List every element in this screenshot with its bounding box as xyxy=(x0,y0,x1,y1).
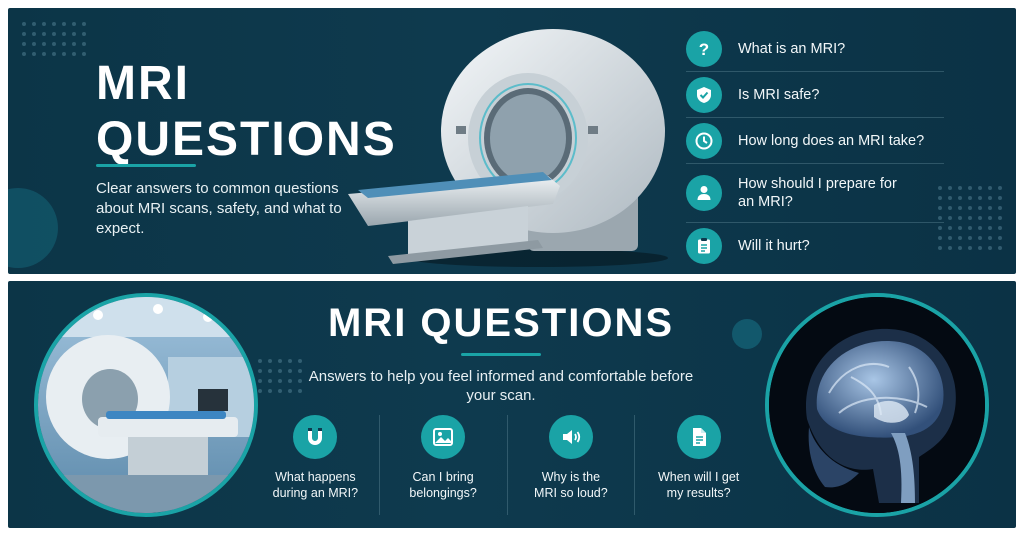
image-icon xyxy=(421,415,466,459)
top-banner: MRI QUESTIONS Clear answers to common qu… xyxy=(8,8,1016,274)
top-title: MRI QUESTIONS xyxy=(96,56,397,168)
feature-row: What happens during an MRI? Can I bring … xyxy=(252,415,762,515)
decorative-circle xyxy=(732,319,762,349)
feature-label: When will I get my results? xyxy=(657,470,740,500)
brain-mri-scan-image xyxy=(765,293,989,517)
clock-icon xyxy=(686,122,722,159)
person-icon xyxy=(686,175,722,211)
question-text: Is MRI safe? xyxy=(738,86,820,103)
question-item[interactable]: Is MRI safe? xyxy=(686,72,944,118)
magnet-icon xyxy=(293,415,338,459)
question-mark-icon: ? xyxy=(686,30,722,67)
question-text: How long does an MRI take? xyxy=(738,132,925,149)
question-item[interactable]: How long does an MRI take? xyxy=(686,118,944,164)
question-text: How should I prepare for an MRI? xyxy=(738,176,897,210)
title-line-1: MRI xyxy=(96,57,190,110)
title-underline xyxy=(461,353,541,356)
clipboard-icon xyxy=(686,227,722,264)
bottom-banner: MRI QUESTIONS Answers to help you feel i… xyxy=(8,281,1016,528)
title-line-2: QUESTIONS xyxy=(96,113,397,166)
feature-item[interactable]: Can I bring belongings? xyxy=(380,415,508,515)
question-list: ? What is an MRI? Is MRI safe? How long … xyxy=(686,26,944,268)
mri-machine-illustration xyxy=(348,29,668,267)
shield-check-icon xyxy=(686,76,722,113)
decorative-dots xyxy=(938,186,1002,250)
decorative-dots xyxy=(22,22,86,56)
feature-label: What happens during an MRI? xyxy=(272,470,359,500)
bottom-title: MRI QUESTIONS xyxy=(327,301,675,345)
decorative-circle xyxy=(8,188,58,268)
decorative-dots xyxy=(258,359,302,393)
svg-text:?: ? xyxy=(699,40,709,59)
feature-item[interactable]: What happens during an MRI? xyxy=(252,415,380,515)
mri-room-photo xyxy=(34,293,258,517)
title-underline xyxy=(96,164,196,167)
bottom-subtitle: Answers to help you feel informed and co… xyxy=(308,368,694,404)
top-subtitle: Clear answers to common questions about … xyxy=(96,180,342,237)
feature-label: Why is the MRI so loud? xyxy=(534,470,608,500)
question-item[interactable]: Will it hurt? xyxy=(686,223,944,268)
question-text: Will it hurt? xyxy=(738,237,810,254)
question-item[interactable]: How should I prepare for an MRI? xyxy=(686,164,944,223)
question-text: What is an MRI? xyxy=(738,40,846,57)
feature-item[interactable]: Why is the MRI so loud? xyxy=(508,415,636,515)
feature-label: Can I bring belongings? xyxy=(409,470,477,500)
feature-item[interactable]: When will I get my results? xyxy=(635,415,762,515)
question-item[interactable]: ? What is an MRI? xyxy=(686,26,944,72)
document-icon xyxy=(676,415,721,459)
speaker-icon xyxy=(548,415,593,459)
